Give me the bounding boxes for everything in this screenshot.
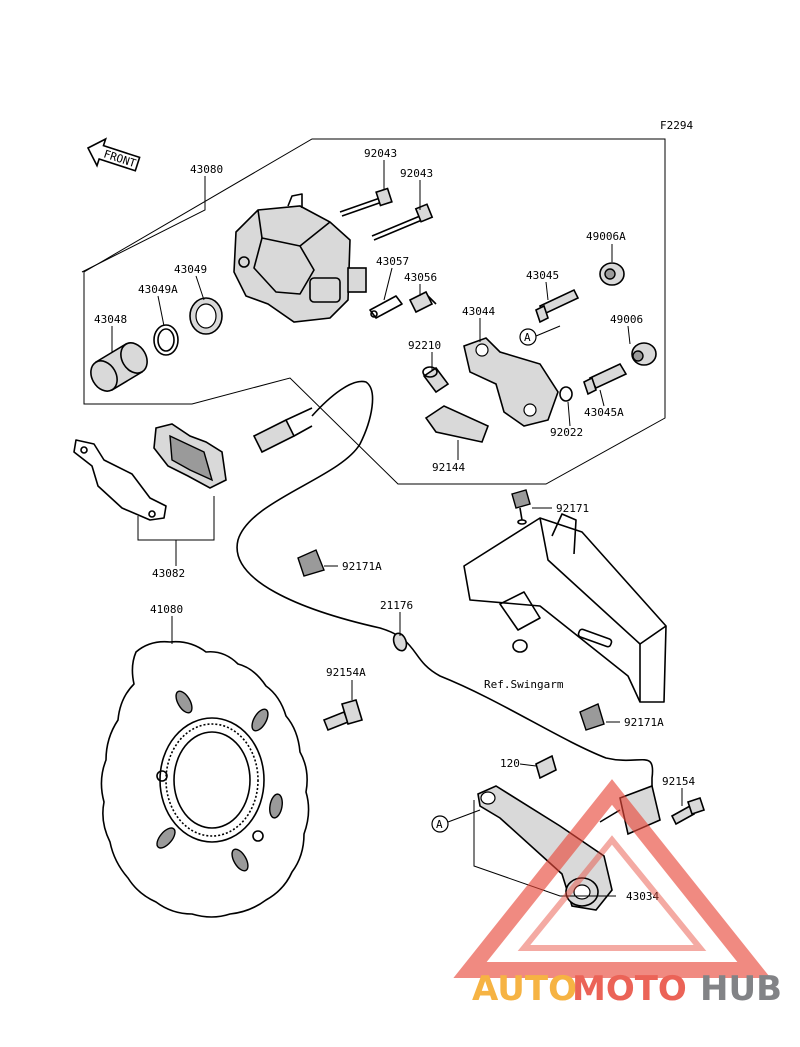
brake-pad [153,423,227,489]
abs-sensor-cable [236,380,654,790]
piston-43048 [90,342,148,392]
label-92154A: 92154A [326,666,366,679]
label-92154: 92154 [662,775,695,788]
label-92210: 92210 [408,339,441,352]
caliper-bracket-43044 [463,337,559,427]
bolt-43045A [583,362,628,396]
label-43049A: 43049A [138,283,178,296]
pad-spring-92144 [424,405,490,443]
bolt-120 [535,754,557,780]
label-43057: 43057 [376,255,409,268]
label-92171A-lower: 92171A [624,716,664,729]
label-43034: 43034 [626,890,659,903]
caliper-body [233,193,367,323]
label-43080: 43080 [190,163,223,176]
clip-92171A-upper [297,549,325,577]
label-43044: 43044 [462,305,495,318]
label-43045A: 43045A [584,406,624,419]
label-120: 120 [500,757,520,770]
label-43082: 43082 [152,567,185,580]
figure-code: F2294 [660,119,693,132]
bolt-43045 [535,288,580,324]
svg-text:A: A [524,331,531,344]
watermark-text-auto: AUTO [472,969,577,1009]
bolt-92154 [670,796,706,826]
bleeder-clip-43057 [369,295,403,319]
seal-43049A [153,324,179,356]
bleeder-valve-43056 [408,290,437,314]
label-92171A-upper: 92171A [342,560,382,573]
label-43045: 43045 [526,269,559,282]
label-92043-lower: 92043 [400,167,433,180]
seal-43049 [189,297,223,335]
caliper-assembly-outline [83,138,666,485]
clip-92171 [511,489,531,525]
ref-swingarm-label: Ref.Swingarm [484,678,564,691]
brake-disc-41080 [100,640,310,918]
swingarm-reference [463,513,667,703]
clip-92171A-lower [579,703,605,731]
circle-marker-a-upper: A [519,328,537,346]
label-92171: 92171 [556,502,589,515]
leader-lines [81,160,683,897]
washer-92022 [559,386,573,402]
label-49006A: 49006A [586,230,626,243]
label-49006: 49006 [610,313,643,326]
front-arrow-icon: FRONT [86,137,141,172]
boot-49006A [599,262,625,286]
label-92144: 92144 [432,461,465,474]
boot-49006 [631,342,657,366]
bolt-92154A [322,699,363,732]
watermark-text-hub: HUB [700,969,782,1009]
label-92022: 92022 [550,426,583,439]
label-41080: 41080 [150,603,183,616]
brake-pad-shim [73,439,167,521]
label-43048: 43048 [94,313,127,326]
circle-marker-a-lower: A [431,815,449,833]
pin-92043-upper [339,187,393,217]
label-92043-upper: 92043 [364,147,397,160]
svg-text:A: A [436,818,443,831]
pin-92043-lower [371,203,434,241]
label-21176: 21176 [380,599,413,612]
cable-grommet [392,632,408,652]
label-43049: 43049 [174,263,207,276]
label-43056: 43056 [404,271,437,284]
abs-connector [252,407,313,454]
sleeve-92210 [422,366,450,394]
watermark-logo: AUTO MOTO HUB [453,779,782,1009]
watermark-text-moto: MOTO [572,969,687,1009]
